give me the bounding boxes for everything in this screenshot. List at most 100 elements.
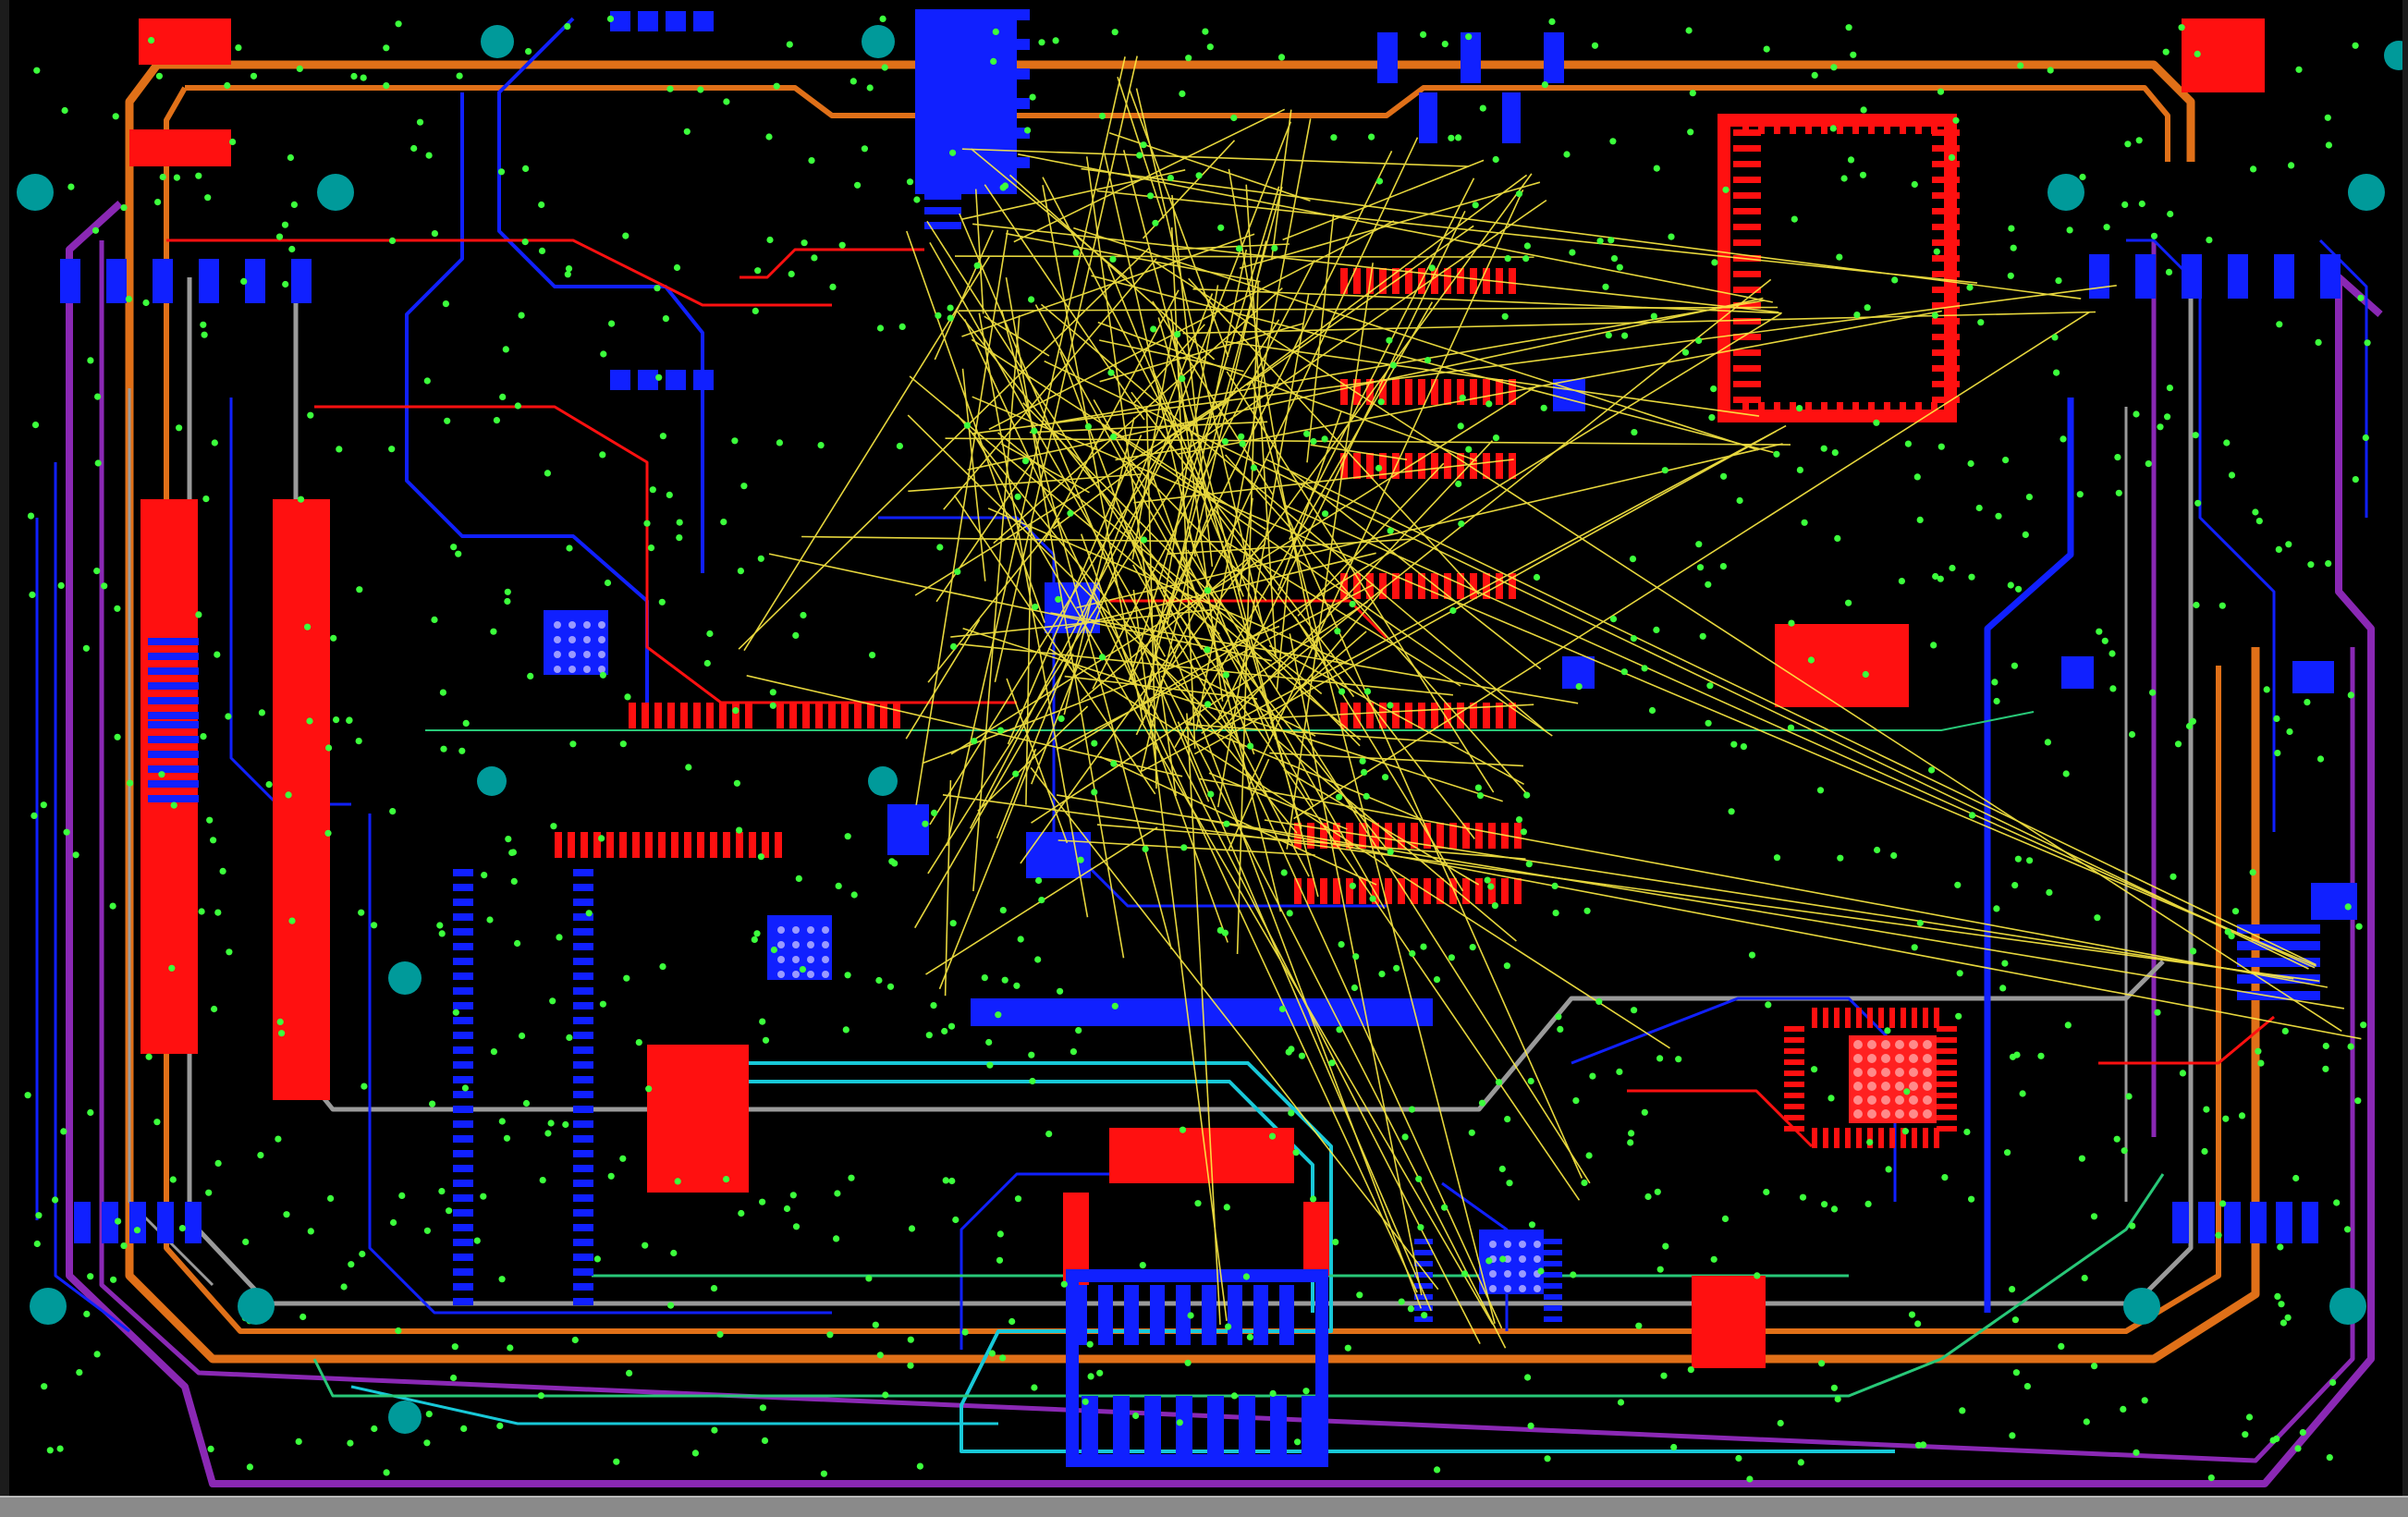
via bbox=[759, 1404, 767, 1412]
via bbox=[1621, 332, 1629, 339]
via bbox=[1223, 820, 1230, 827]
via bbox=[93, 568, 101, 575]
via bbox=[114, 733, 121, 740]
smd-pad bbox=[573, 869, 593, 876]
ic-u6[interactable] bbox=[1026, 832, 1091, 878]
smd-pad bbox=[1470, 453, 1477, 479]
via bbox=[1236, 245, 1243, 252]
via bbox=[1468, 1129, 1475, 1136]
components-layer[interactable] bbox=[129, 9, 2357, 1467]
blue-trace bbox=[2126, 239, 2276, 832]
smd-pad bbox=[1789, 624, 1794, 707]
smd-pad bbox=[1901, 1128, 1906, 1148]
via bbox=[1916, 919, 1924, 927]
via bbox=[154, 199, 162, 206]
power-block-2[interactable] bbox=[647, 1045, 749, 1193]
via bbox=[2274, 750, 2281, 757]
smd-pad bbox=[1192, 1003, 1201, 1023]
smd-pad bbox=[828, 703, 836, 728]
ratsnest-line bbox=[1201, 278, 1772, 735]
smd-pad bbox=[1414, 1272, 1433, 1278]
via bbox=[792, 1223, 801, 1230]
power-block[interactable] bbox=[1109, 1128, 1294, 1183]
smd-pad bbox=[629, 703, 636, 728]
via bbox=[1389, 361, 1398, 369]
via bbox=[2192, 432, 2199, 439]
smd-pad bbox=[1414, 1294, 1433, 1300]
ic-bottom-5[interactable] bbox=[2311, 883, 2357, 920]
via bbox=[1956, 970, 1963, 977]
smd-pad bbox=[153, 259, 173, 303]
via bbox=[1653, 165, 1660, 172]
thermal-via bbox=[807, 926, 814, 934]
via bbox=[1147, 192, 1155, 200]
smd-pad bbox=[1915, 402, 1922, 421]
cap-bottom-right[interactable] bbox=[1692, 1276, 1766, 1368]
connector-center-right[interactable] bbox=[1775, 624, 1909, 707]
connector-top-right[interactable] bbox=[2182, 18, 2265, 92]
via bbox=[226, 948, 233, 956]
via bbox=[599, 451, 606, 459]
via bbox=[1225, 1323, 1232, 1330]
connector-j1[interactable] bbox=[141, 499, 198, 1054]
ratsnest-line bbox=[972, 223, 1779, 313]
connector-bottom-center[interactable] bbox=[1066, 1269, 1328, 1467]
smd-pad bbox=[1900, 624, 1905, 707]
connector-j2[interactable] bbox=[273, 499, 330, 1100]
via bbox=[2344, 1226, 2352, 1233]
cap-c1[interactable] bbox=[887, 804, 929, 855]
ratsnest-line bbox=[1018, 153, 1773, 303]
component-top-left-pads[interactable] bbox=[129, 129, 231, 166]
smd-pad bbox=[1784, 1059, 1804, 1065]
thermal-via bbox=[792, 926, 800, 934]
via bbox=[1644, 1193, 1652, 1201]
via bbox=[673, 263, 681, 272]
ic-bottom-1[interactable] bbox=[1553, 379, 1585, 411]
via bbox=[325, 744, 333, 752]
smd-pad bbox=[710, 832, 717, 858]
smd-pad bbox=[989, 157, 1030, 168]
via bbox=[2167, 210, 2174, 218]
via bbox=[31, 812, 38, 820]
via bbox=[765, 133, 773, 141]
via bbox=[110, 1276, 117, 1283]
via bbox=[1977, 319, 1985, 326]
via bbox=[2170, 873, 2177, 880]
via bbox=[566, 1034, 573, 1041]
smd-pad bbox=[1867, 1128, 1873, 1148]
teal-trace bbox=[350, 1385, 998, 1425]
via bbox=[1773, 854, 1781, 862]
ratsnest-line bbox=[1007, 434, 1143, 745]
smd-pad bbox=[1932, 365, 1960, 372]
smd-pad bbox=[1353, 379, 1361, 405]
via bbox=[1217, 224, 1225, 231]
power-pad-2[interactable] bbox=[1303, 1202, 1329, 1276]
via bbox=[1589, 1072, 1596, 1080]
via bbox=[2012, 1369, 2020, 1376]
bga-package[interactable] bbox=[1849, 1035, 1937, 1123]
mount-hole bbox=[17, 174, 54, 211]
via bbox=[1421, 1312, 1428, 1319]
via bbox=[1111, 1002, 1118, 1009]
via bbox=[1955, 1012, 1962, 1020]
via bbox=[1277, 54, 1286, 61]
smd-pad bbox=[453, 1046, 473, 1054]
ic-left-qfn[interactable] bbox=[544, 610, 608, 675]
via bbox=[1552, 910, 1559, 917]
ratsnest-line bbox=[1034, 304, 1314, 806]
smd-pad bbox=[723, 832, 730, 858]
smd-pad bbox=[106, 259, 127, 303]
via bbox=[514, 939, 521, 948]
blue-trace bbox=[1984, 398, 2074, 1313]
ic-bottom-4[interactable] bbox=[2292, 661, 2334, 693]
ratsnest-line bbox=[1306, 214, 1335, 463]
smd-pad bbox=[1411, 823, 1418, 849]
ic-bottom-3[interactable] bbox=[2061, 656, 2094, 689]
via bbox=[2277, 1243, 2284, 1251]
via bbox=[907, 1362, 914, 1369]
via bbox=[1321, 435, 1328, 443]
smd-pad bbox=[1054, 1003, 1062, 1023]
smd-pad bbox=[148, 765, 199, 773]
